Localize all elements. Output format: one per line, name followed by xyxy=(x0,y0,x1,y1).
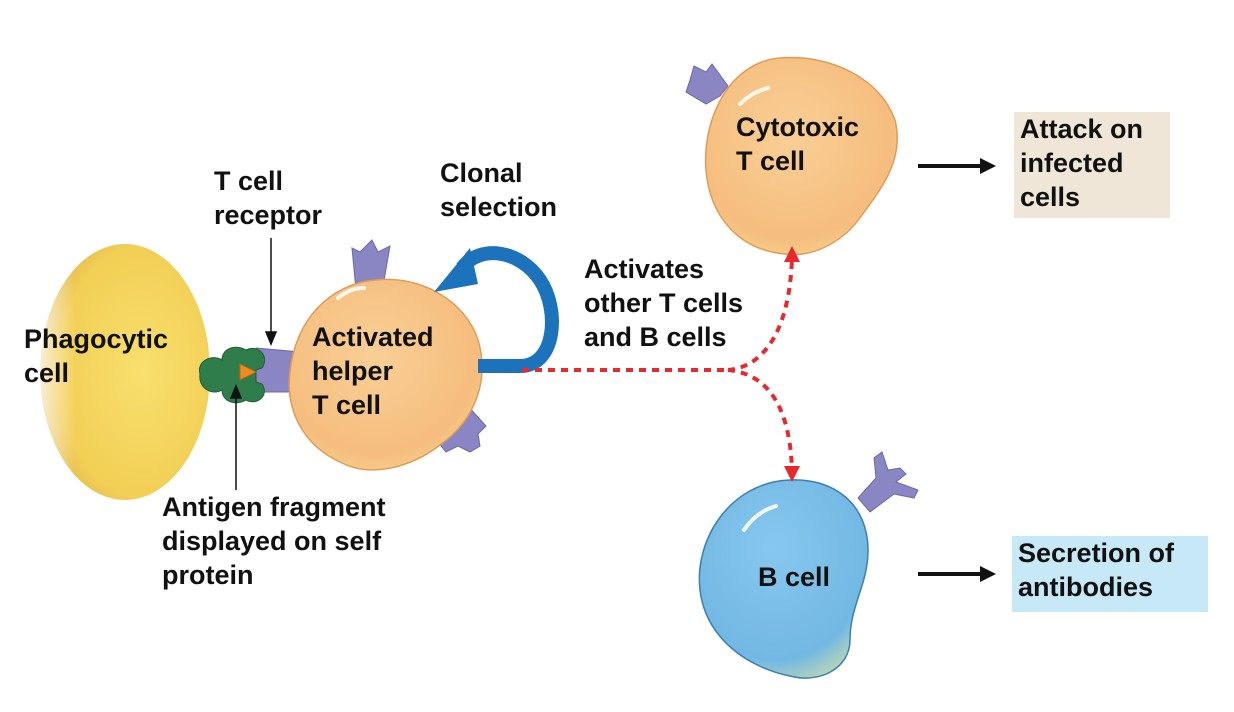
cytotoxic-t-cell xyxy=(704,56,898,256)
cytotoxic-line-1: Cytotoxic xyxy=(736,112,860,142)
phagocytic-cell-line-2: cell xyxy=(24,358,70,388)
antigen-fragment-label: Antigen fragment displayed on self prote… xyxy=(162,490,386,592)
clonal-selection-arrow xyxy=(434,246,559,373)
helper-t-cell xyxy=(288,278,483,471)
mhc-antigen-complex xyxy=(198,346,266,404)
cytotoxic-t-cell-label: Cytotoxic T cell xyxy=(736,110,859,178)
outcome-arrows xyxy=(918,158,996,582)
activated-helper-line-1: Activated xyxy=(312,322,434,352)
t-cell-receptor-line-1: T cell xyxy=(214,166,284,196)
activates-other-line-3: and B cells xyxy=(584,322,727,352)
activated-helper-t-cell-label: Activated helper T cell xyxy=(312,320,434,422)
cytotoxic-receptor xyxy=(685,63,729,105)
clonal-selection-line-1: Clonal xyxy=(440,158,523,188)
cytotoxic-line-2: T cell xyxy=(736,146,806,176)
clonal-selection-line-2: selection xyxy=(440,192,558,222)
activates-other-cells-label: Activates other T cells and B cells xyxy=(584,252,743,354)
b-cell-receptor xyxy=(857,451,919,513)
b-cell-line-1: B cell xyxy=(758,562,831,592)
pointer-lines xyxy=(229,238,278,490)
activation-path xyxy=(522,257,794,471)
activates-other-line-1: Activates xyxy=(584,254,705,284)
antigen-fragment-line-1: Antigen fragment xyxy=(162,492,386,522)
secretion-line-1: Secretion of xyxy=(1018,538,1175,568)
attack-line-2: infected xyxy=(1020,148,1124,178)
antigen-fragment-line-3: protein xyxy=(162,560,254,590)
secretion-line-2: antibodies xyxy=(1018,572,1154,602)
activation-arrowheads xyxy=(784,246,800,482)
phagocytic-cell-line-1: Phagocytic xyxy=(24,324,169,354)
attack-on-infected-cells-box: Attack on infected cells xyxy=(1014,112,1170,218)
t-cell-receptor-label: T cell receptor xyxy=(214,164,322,232)
clonal-selection-label: Clonal selection xyxy=(440,156,557,224)
activates-other-line-2: other T cells xyxy=(584,288,744,318)
activated-helper-line-3: T cell xyxy=(312,390,382,420)
phagocytic-cell-label: Phagocytic cell xyxy=(24,322,168,390)
secretion-of-antibodies-box: Secretion of antibodies xyxy=(1012,536,1208,612)
t-cell-receptor-line-2: receptor xyxy=(214,200,323,230)
attack-line-3: cells xyxy=(1020,182,1081,212)
b-cell xyxy=(698,479,869,679)
attack-line-1: Attack on xyxy=(1020,114,1144,144)
b-cell-label: B cell xyxy=(758,560,830,594)
activated-helper-line-2: helper xyxy=(312,356,394,386)
phagocytic-cell xyxy=(30,240,210,505)
antigen-fragment-line-2: displayed on self xyxy=(162,526,382,556)
